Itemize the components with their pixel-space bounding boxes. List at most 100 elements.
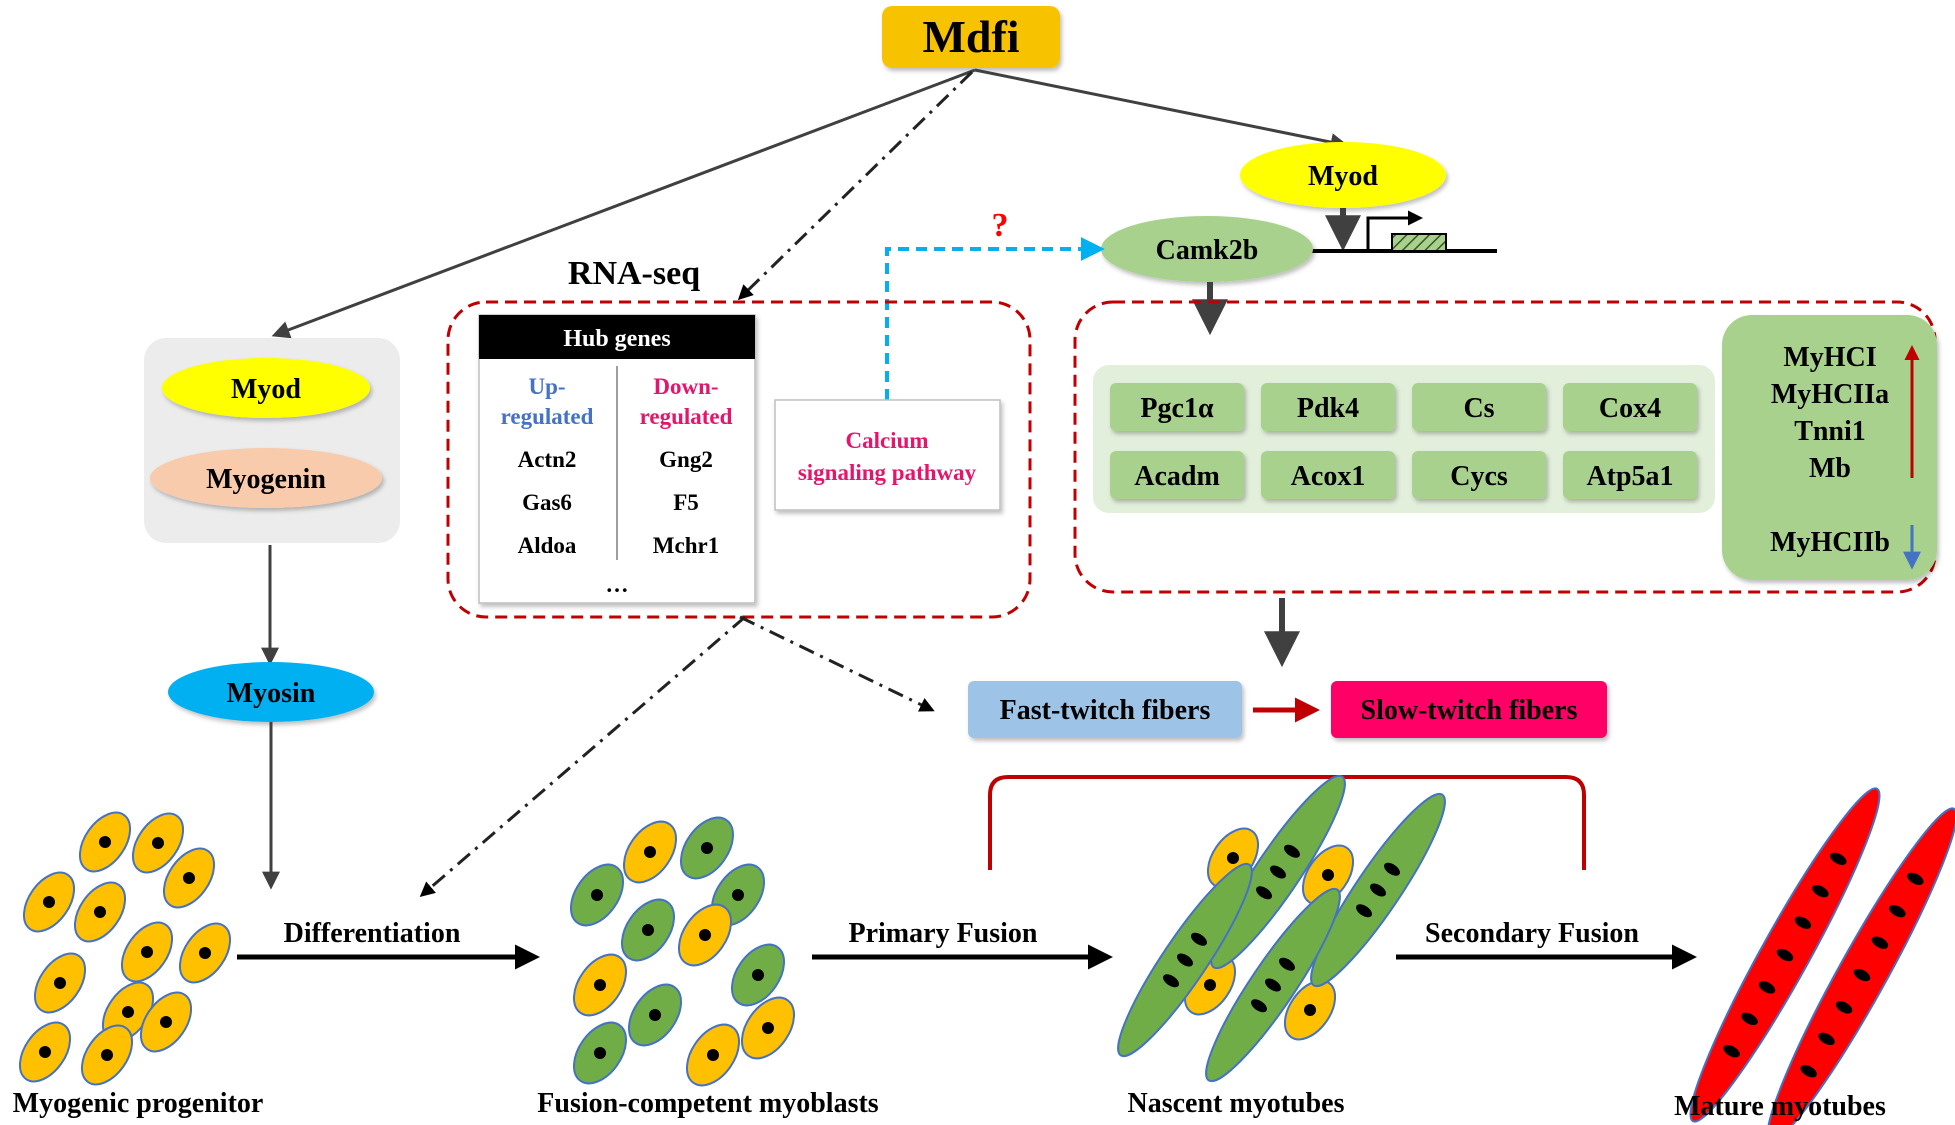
myosin-markers-panel: MyHCI MyHCIIa Tnni1 Mb MyHCIIb — [1722, 315, 1937, 580]
marker-up: MyHCI — [1783, 342, 1876, 373]
myosin-node: Myosin — [168, 662, 374, 722]
marker-up: MyHCIIa — [1771, 379, 1889, 410]
hub-genes-header: Hub genes — [563, 326, 670, 352]
cell-nucleus — [1251, 999, 1267, 1013]
cell-nucleus — [591, 889, 603, 901]
cell-nucleus — [644, 846, 656, 858]
rnaseq-to-differentiation-dashed-arrow — [419, 615, 746, 897]
cell-nucleus — [1812, 884, 1829, 898]
left-myod-ellipse — [162, 358, 370, 418]
cell-nucleus — [99, 836, 111, 848]
target-gene-box — [1563, 383, 1697, 431]
mdfi-label: Mdfi — [922, 11, 1019, 62]
cell — [1689, 787, 1881, 1123]
down-header-line1: Down- — [653, 374, 718, 399]
transcription-start-arrow — [1366, 210, 1423, 251]
target-gene: Pdk4 — [1261, 383, 1395, 431]
cell-nucleus — [1871, 936, 1889, 949]
mdfi-box — [882, 6, 1060, 68]
cell-nucleus — [1830, 852, 1847, 865]
cell-nucleus — [707, 1049, 719, 1061]
left-myod-node: Myod — [162, 358, 370, 418]
myogenin-label: Myogenin — [206, 464, 326, 495]
cell — [18, 1021, 72, 1083]
target-gene-box — [1261, 451, 1395, 499]
cell — [131, 812, 185, 874]
cell-nucleus — [594, 1047, 606, 1059]
cell-nucleus — [1356, 904, 1372, 918]
cell-nucleus — [1370, 883, 1386, 897]
cell-nucleus — [1907, 872, 1924, 885]
cell-nucleus — [762, 1022, 774, 1034]
myogenin-node: Myogenin — [150, 448, 382, 508]
differentiation-label: Differentiation — [284, 918, 461, 949]
cell-nucleus — [1853, 968, 1871, 982]
cell-nucleus — [54, 977, 66, 989]
cell — [740, 996, 796, 1060]
calcium-line2: signaling pathway — [798, 460, 977, 485]
cell-nucleus — [1776, 948, 1794, 962]
calcium-pathway-box: Calcium signaling pathway — [774, 399, 1001, 511]
myod-top-ellipse — [1240, 142, 1446, 208]
target-gene-label: Pdk4 — [1297, 393, 1359, 424]
target-gene-box — [1563, 451, 1697, 499]
down-gene: F5 — [673, 490, 699, 515]
target-gene-label: Cox4 — [1599, 393, 1661, 424]
cell-nucleus — [1322, 869, 1334, 881]
fast-twitch-label: Fast-twitch fibers — [1000, 695, 1211, 726]
cell — [1205, 887, 1341, 1083]
myoblast-cells — [569, 816, 796, 1087]
target-gene: Acadm — [1110, 451, 1244, 499]
cell — [178, 922, 232, 984]
target-gene-box — [1412, 451, 1546, 499]
cell-nucleus — [752, 969, 764, 981]
slow-twitch-box — [1331, 681, 1607, 738]
calcium-line1: Calcium — [845, 428, 928, 453]
cell-nucleus — [1835, 1001, 1853, 1014]
cell-nucleus — [1741, 1012, 1758, 1026]
up-header-line1: Up- — [528, 374, 565, 399]
target-gene-label: Atp5a1 — [1586, 461, 1673, 492]
cell — [162, 847, 216, 909]
mdfi-to-myod-arrow — [974, 68, 1349, 151]
camk2b-node: Camk2b — [1101, 216, 1313, 282]
target-gene-box — [1412, 383, 1546, 431]
cell-nucleus — [43, 896, 55, 908]
cell — [569, 863, 625, 927]
rnaseq-title: RNA-seq — [568, 255, 700, 292]
cell — [730, 943, 786, 1007]
target-gene-label: Cs — [1463, 393, 1494, 424]
cell — [679, 816, 735, 880]
cell-nucleus — [152, 837, 164, 849]
cell-nucleus — [1818, 1032, 1835, 1046]
secondary-fusion-label: Secondary Fusion — [1425, 918, 1639, 949]
cell-nucleus — [183, 872, 195, 884]
up-header-line2: regulated — [501, 404, 594, 429]
camk2b-label: Camk2b — [1156, 235, 1259, 266]
marker-down: MyHCIIb — [1770, 527, 1890, 558]
target-gene: Atp5a1 — [1563, 451, 1697, 499]
cell — [1766, 807, 1955, 1125]
mature-myotube-cells — [1689, 787, 1955, 1125]
cell-nucleus — [199, 947, 211, 959]
cell-nucleus — [732, 889, 744, 901]
gene-box — [1391, 233, 1447, 252]
cell — [572, 953, 628, 1017]
rnaseq-to-fiber-dashed-arrow — [739, 615, 935, 712]
fusion-bracket — [988, 775, 1586, 870]
cell-nucleus — [594, 979, 606, 991]
stage-mature-label: Mature myotubes — [1674, 1091, 1886, 1122]
nascent-myotube-cells — [1117, 774, 1446, 1083]
target-gene-label: Acadm — [1134, 461, 1220, 492]
cell-nucleus — [1794, 916, 1812, 929]
cell-nucleus — [160, 1016, 172, 1028]
target-gene-box — [1110, 383, 1244, 431]
target-gene: Cox4 — [1563, 383, 1697, 431]
up-gene: Actn2 — [518, 447, 577, 472]
cell-nucleus — [39, 1046, 51, 1058]
target-gene: Cycs — [1412, 451, 1546, 499]
cell — [80, 1024, 134, 1086]
target-gene: Acox1 — [1261, 451, 1395, 499]
target-gene: Pgc1α — [1110, 383, 1244, 431]
cell — [1301, 844, 1355, 906]
